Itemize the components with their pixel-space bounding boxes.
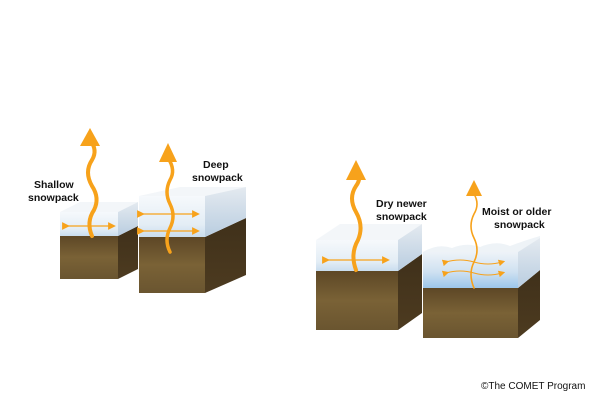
moist-snowpack-label-line2: snowpack	[494, 219, 545, 231]
moist-soil-side	[518, 270, 540, 338]
dry-arrowhead	[346, 160, 366, 180]
deep-snowpack-label-line1: Deep	[203, 159, 229, 171]
deep-upward-arrow	[165, 156, 175, 254]
dry-soil-side	[398, 254, 422, 330]
moist-snow-front	[423, 252, 518, 288]
dry-snow-side	[398, 224, 422, 271]
shallow-soil-front	[60, 236, 118, 279]
shallow-arrowhead	[80, 128, 100, 146]
moist-snowpack-label-line1: Moist or older	[482, 206, 551, 218]
moist-lateral-arrow-1	[441, 259, 506, 267]
shallow-snow-side	[118, 202, 138, 236]
deep-soil-front	[139, 237, 205, 293]
moist-upward-arrow	[470, 193, 478, 289]
shallow-soil-side	[118, 226, 138, 279]
moist-snow-top	[423, 236, 540, 252]
deep-arrowhead	[159, 143, 177, 162]
moist-snowpack-block	[423, 236, 540, 338]
moist-snow-side	[518, 238, 540, 288]
dry-soil-front	[316, 271, 398, 330]
shallow-snowpack-block	[60, 202, 138, 279]
dry-snowpack-label-line2: snowpack	[376, 211, 427, 223]
shallow-snowpack-label-line1: Shallow	[34, 179, 75, 191]
dry-snowpack-block	[316, 224, 422, 330]
shallow-snow-top	[60, 202, 138, 212]
dry-upward-arrow	[350, 170, 363, 272]
dry-snow-top	[316, 224, 422, 240]
deep-snow-side	[205, 187, 246, 237]
shallow-snowpack-label-line2: snowpack	[28, 192, 79, 204]
dry-snowpack-label-line1: Dry newer	[376, 198, 427, 210]
moist-arrowhead	[466, 180, 482, 196]
deep-snowpack-label-line2: snowpack	[192, 172, 243, 184]
deep-snowpack-block	[139, 187, 246, 293]
shallow-upward-arrow	[86, 138, 99, 238]
moist-lateral-arrow-2	[441, 270, 506, 278]
copyright-credit: ©The COMET Program	[481, 381, 586, 392]
heat-flow-arrows	[62, 128, 506, 289]
moist-soil-front	[423, 288, 518, 338]
deep-soil-side	[205, 218, 246, 293]
